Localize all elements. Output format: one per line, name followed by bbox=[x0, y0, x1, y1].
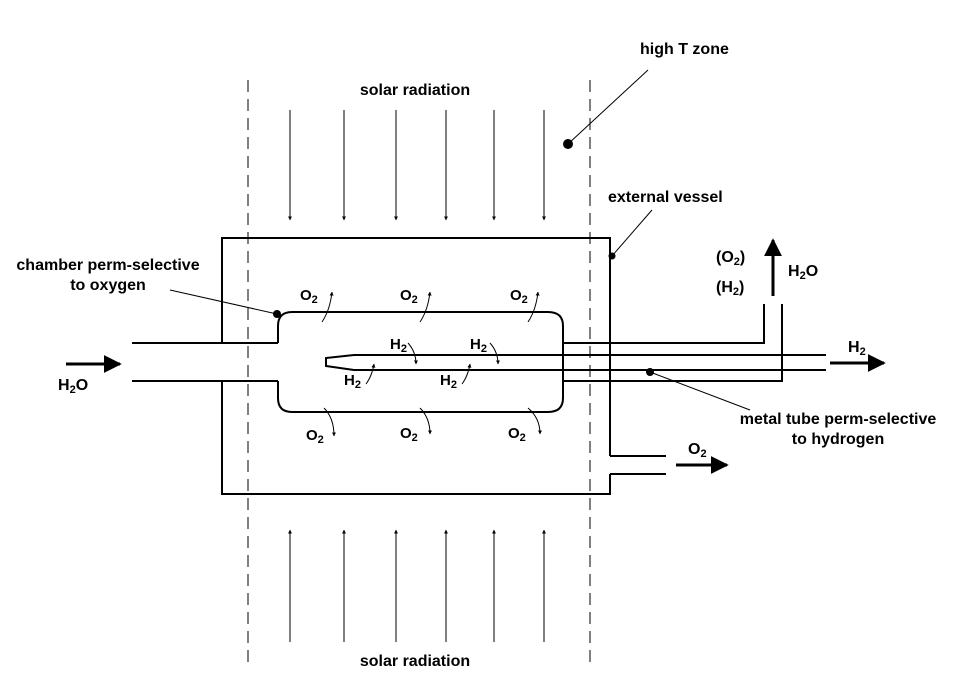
external-vessel bbox=[221, 237, 611, 495]
sweep-outlet-pipe bbox=[563, 304, 783, 382]
h2-label: H2 bbox=[390, 336, 407, 355]
o2-outlet-pipe bbox=[610, 455, 666, 475]
external-vessel-label: external vessel bbox=[608, 189, 723, 206]
o2-label: O2 bbox=[306, 427, 324, 446]
chamber-label-line1: chamber perm-selective bbox=[16, 257, 199, 274]
oxygen-permselective-chamber bbox=[277, 311, 564, 413]
o2-permeation-bottom: O2 O2 O2 bbox=[306, 407, 542, 446]
sweep-h2-label: (H2) bbox=[716, 279, 744, 298]
inlet-h2o-label: H2O bbox=[58, 377, 88, 396]
sweep-o2-label: (O2) bbox=[716, 249, 745, 268]
o2-outlet-label: O2 bbox=[688, 441, 707, 460]
h2-permeation: H2 H2 H2 H2 bbox=[344, 336, 500, 391]
external-vessel-leader bbox=[611, 209, 653, 257]
o2-label: O2 bbox=[400, 425, 418, 444]
solar-radiation-bottom-label: solar radiation bbox=[360, 653, 470, 670]
high-t-zone-leader bbox=[567, 69, 649, 145]
metal-tube-leader bbox=[649, 371, 751, 411]
o2-label: O2 bbox=[508, 425, 526, 444]
h2-outlet-label: H2 bbox=[848, 339, 866, 358]
chamber-pointer-dot bbox=[273, 310, 281, 318]
metal-tube-label-line2: to hydrogen bbox=[792, 431, 884, 448]
high-t-zone-label: high T zone bbox=[640, 41, 729, 58]
high-t-zone-pointer-dot bbox=[563, 139, 573, 149]
metal-tube-label-line1: metal tube perm-selective bbox=[740, 411, 937, 428]
sweep-h2o-label: H2O bbox=[788, 263, 818, 282]
h2-label: H2 bbox=[344, 372, 361, 391]
metal-tube-pointer-dot bbox=[646, 368, 654, 376]
h2-label: H2 bbox=[440, 372, 457, 391]
top-radiation-arrows bbox=[288, 110, 546, 221]
h2-label: H2 bbox=[470, 336, 487, 355]
o2-permeation-top: O2 O2 O2 bbox=[300, 287, 540, 323]
o2-label: O2 bbox=[510, 287, 528, 306]
chamber-label-line2: to oxygen bbox=[70, 277, 146, 294]
inlet-pipe bbox=[132, 342, 278, 382]
o2-label: O2 bbox=[300, 287, 318, 306]
o2-label: O2 bbox=[400, 287, 418, 306]
bottom-radiation-arrows bbox=[288, 529, 546, 642]
chamber-leader bbox=[169, 289, 278, 315]
hydrogen-permselective-tube bbox=[325, 354, 826, 371]
external-vessel-pointer-dot bbox=[608, 252, 616, 260]
solar-radiation-top-label: solar radiation bbox=[360, 82, 470, 99]
